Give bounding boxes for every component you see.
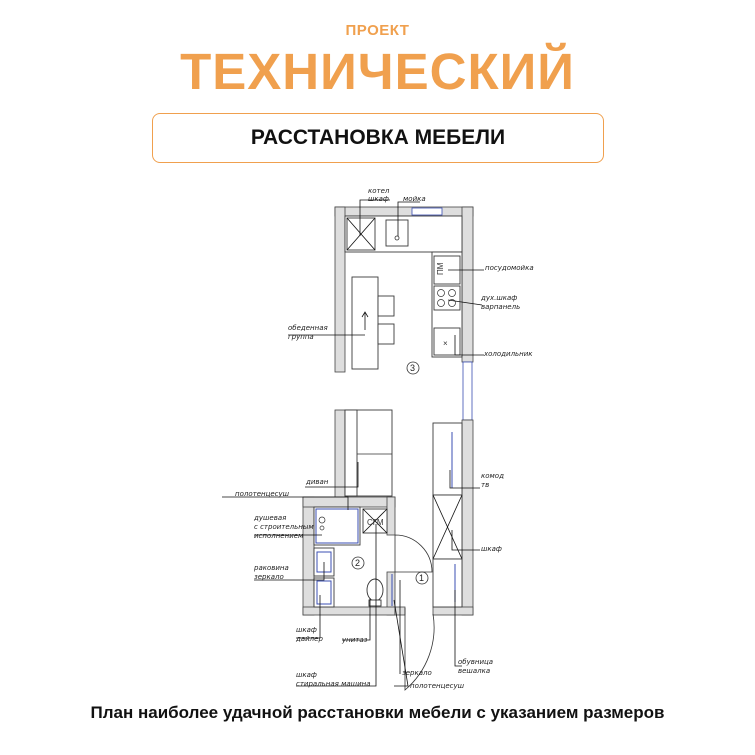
cooktop <box>433 285 461 311</box>
wall-bath-top <box>302 496 396 508</box>
label-obuv-2: вешалка <box>458 667 490 675</box>
label-dukh-2: варпанель <box>481 303 520 311</box>
label-posudomoyka: посудомойка <box>485 264 534 272</box>
label-holodilnik: холодильник <box>483 350 533 358</box>
label-moyka: мойка <box>403 195 426 203</box>
project-overline: ПРОЕКТ <box>345 22 410 39</box>
label-dush-1: душевая <box>253 514 286 522</box>
wall-right-lower <box>461 419 474 616</box>
fridge <box>433 327 461 356</box>
wall-bath-right-upper <box>386 496 396 536</box>
label-stir-2: стиральная машина <box>296 680 371 688</box>
kitchen-furniture: ПМ × 3 <box>344 215 463 375</box>
section-banner-text: РАССТАНОВКА МЕБЕЛИ <box>250 126 506 149</box>
dishwasher-tag: ПМ <box>436 262 445 275</box>
room-3-number: 3 <box>410 363 415 373</box>
label-stir-1: шкаф <box>296 671 317 679</box>
label-fen-1: шкаф <box>296 626 317 634</box>
label-dush-2: с строительным <box>254 523 314 531</box>
wall-top <box>334 206 474 217</box>
living-furniture: 1 <box>344 409 463 691</box>
label-dukh-1: дух.шкаф <box>480 294 517 302</box>
walls <box>302 206 474 616</box>
label-obed-2: группа <box>288 333 314 341</box>
chair-2 <box>377 323 395 345</box>
label-komod-1: комод <box>481 472 504 480</box>
label-obed-1: обеденная <box>288 324 328 332</box>
washing-machine-tag: СГМ <box>367 518 384 527</box>
label-rak-2: зеркало <box>254 573 284 581</box>
section-banner: РАССТАНОВКА МЕБЕЛИ <box>152 113 604 163</box>
label-komod-2: тв <box>481 481 489 489</box>
label-fen-2: дайлер <box>295 635 323 643</box>
page-title: ТЕХНИЧЕСКИЙ <box>180 43 575 100</box>
label-kotel-1: котел <box>368 187 390 195</box>
annotations: котел шкаф мойка посудомойка дух.шкаф ва… <box>222 187 534 690</box>
shower-tray <box>315 508 359 544</box>
label-shkaf-right: шкаф <box>481 545 502 553</box>
room-3-marker <box>406 361 420 375</box>
label-rak-1: раковина <box>253 564 289 572</box>
room-2-marker <box>351 556 365 570</box>
chair-1 <box>377 295 395 317</box>
plan-caption: План наиболее удачной расстановки мебели… <box>90 703 665 722</box>
toilet <box>366 578 384 602</box>
wall-kitchen-left <box>334 206 346 373</box>
label-divan: диван <box>305 478 329 486</box>
bathroom-furniture: СГМ 2 <box>313 506 393 608</box>
wall-bath-left <box>302 496 315 616</box>
entry-door <box>404 608 435 691</box>
room-1-number: 1 <box>419 573 424 583</box>
wall-hall-bottom <box>432 606 474 616</box>
wall-living-left <box>334 409 346 499</box>
window-right <box>462 361 473 421</box>
label-polot-bot: полотенцесуш <box>410 682 465 690</box>
label-kotel-2: шкаф <box>368 195 389 203</box>
room-2-number: 2 <box>355 558 360 568</box>
label-unitaz: унитаз <box>341 636 368 644</box>
wall-right-upper <box>461 206 474 363</box>
fridge-mark: × <box>443 339 448 348</box>
shoe-rack <box>432 558 463 608</box>
sofa-back <box>344 409 358 497</box>
label-dush-3: исполнением <box>254 532 304 540</box>
bath-door <box>394 534 433 573</box>
sink <box>385 219 409 247</box>
label-zerk: зеркало <box>402 669 432 677</box>
label-polot-top: полотенцесуш <box>235 490 290 498</box>
wall-bath-bottom <box>302 606 396 616</box>
label-obuv-1: обувница <box>458 658 493 666</box>
tv-commode <box>432 422 463 496</box>
window-top <box>411 207 443 216</box>
